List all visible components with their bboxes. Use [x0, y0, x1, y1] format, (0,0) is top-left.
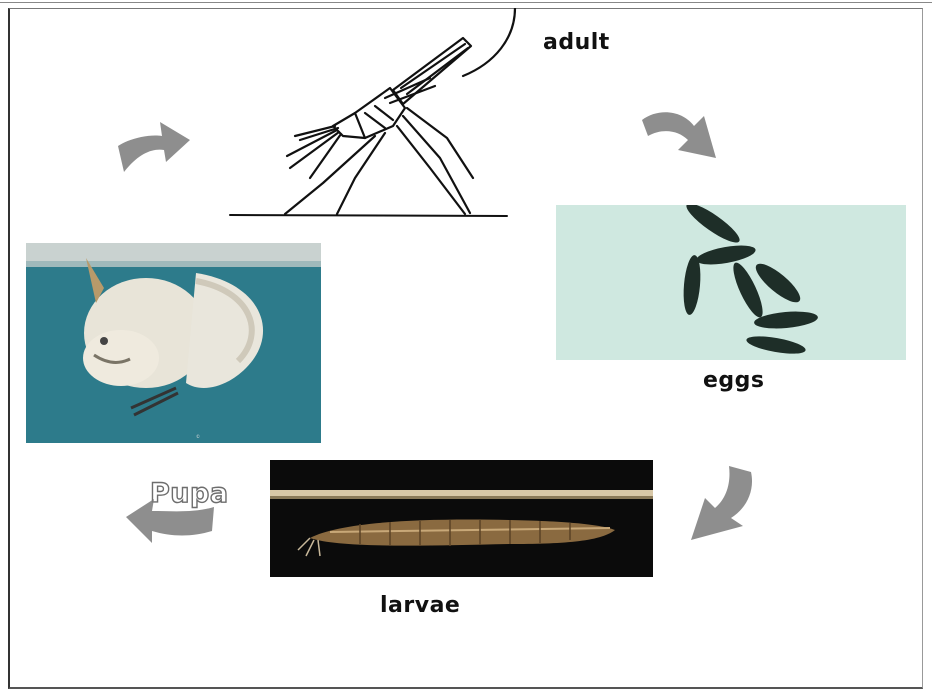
mosquito-eggs-photo: [556, 205, 906, 360]
eggs-to-larvae-arrow: [685, 462, 770, 547]
adult-to-eggs-arrow: [638, 100, 728, 165]
mosquito-pupa-photo: ©: [26, 243, 321, 443]
svg-text:©: ©: [196, 434, 200, 439]
mosquito-sketch-icon: [225, 8, 530, 223]
pupa-to-adult-arrow: [112, 110, 197, 180]
larvae-label: larvae: [380, 593, 460, 618]
larvae-to-pupa-arrow: [122, 497, 222, 547]
adult-label: adult: [543, 30, 610, 55]
mosquito-larva-photo: [270, 460, 653, 577]
eggs-label: eggs: [703, 368, 765, 393]
